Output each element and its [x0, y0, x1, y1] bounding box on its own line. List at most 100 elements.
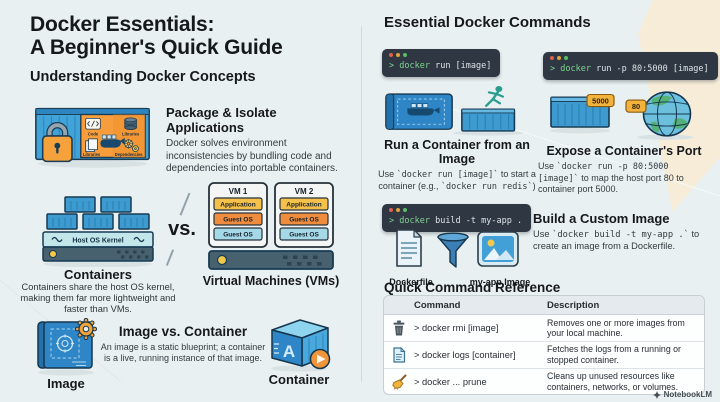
minimize-dot-icon [557, 56, 561, 60]
package-heading: Package & Isolate Applications [166, 105, 277, 135]
vm1-guestos-label: Guest OS [223, 217, 253, 224]
document-icon [393, 346, 406, 363]
dockerfile-icon [396, 229, 422, 267]
funnel-icon [437, 232, 469, 268]
broom-icon [392, 374, 407, 390]
minimize-dot-icon [396, 53, 400, 57]
command-reference-table: Command Description > docker rmi [image]… [383, 295, 705, 396]
containers-label: Containers [64, 267, 132, 282]
build-heading: Build a Custom Image [533, 211, 670, 226]
libraries-top-label: Libraries [122, 131, 140, 136]
code-label: Code [88, 131, 99, 136]
terminal-titlebar [382, 49, 500, 58]
image-vs-container-body: An image is a static blueprint; a contai… [100, 342, 266, 364]
terminal-titlebar [382, 204, 531, 213]
notebooklm-logo-icon [652, 390, 661, 399]
run-body: Use `docker run [image]` to start a cont… [378, 169, 536, 191]
run-heading: Run a Container from an Image [384, 138, 530, 166]
docker-whale-icon [100, 134, 125, 148]
dockerfile-label: Dockerfile [389, 277, 433, 287]
package-container-illustration: Code Libraries Libraries [35, 107, 150, 168]
close-dot-icon [389, 53, 393, 57]
my-app-image-icon [477, 231, 519, 267]
terminal-titlebar [543, 52, 718, 61]
blueprint-icon [37, 318, 97, 376]
vm-diagram: VM 1 Application Guest OS Guest OS VM 2 … [208, 182, 334, 270]
play-icon [309, 348, 331, 370]
host-port-badge: 80 [625, 99, 647, 113]
my-app-image-label: my-app Image [469, 277, 531, 287]
vm2-label: VM 2 [295, 187, 314, 196]
wave-icon [51, 236, 63, 243]
vm1-label: VM 1 [229, 187, 248, 196]
host-os-kernel-label: Host OS Kernel [72, 238, 123, 245]
libraries-bottom-label: Libraries [83, 152, 101, 157]
container-label: Container [268, 372, 330, 387]
wave-icon [133, 236, 145, 243]
gear-icon [75, 318, 97, 340]
container-port-badge: 5000 [586, 93, 615, 108]
image-vs-container-text: Image vs. Container An image is a static… [98, 324, 268, 365]
vm2-application-label: Application [286, 202, 321, 209]
watermark-text: NotebookLM [663, 390, 712, 399]
code-icon [85, 117, 101, 130]
command-column-header: Command [414, 299, 461, 311]
column-divider [361, 26, 362, 382]
vms-label: Virtual Machines (VMs) [202, 274, 340, 288]
package-body: Docker solves environment inconsistencie… [166, 138, 338, 175]
expose-body: Use `docker run -p 80:5000 [image]` to m… [538, 161, 684, 194]
trash-icon [393, 320, 405, 336]
terminal-command: > docker build -t my-app . [389, 216, 523, 226]
image-label: Image [47, 376, 85, 391]
vm1-application-label: Application [220, 202, 255, 209]
close-dot-icon [550, 56, 554, 60]
container-cube-icon: A [271, 319, 331, 372]
files-icon [85, 138, 98, 152]
vm2-guestos-label: Guest OS [289, 217, 319, 224]
table-description: Removes one or more images from your loc… [547, 317, 685, 338]
terminal-command: > docker run -p 80:5000 [image] [550, 64, 709, 74]
vs-slash [179, 192, 191, 216]
image-item: Image [30, 316, 102, 391]
table-row: > docker rmi [image] Removes one or more… [384, 315, 704, 342]
page-title: Docker Essentials: A Beginner's Quick Gu… [30, 13, 283, 59]
cube-letter: A [283, 342, 295, 361]
watermark: NotebookLM [652, 390, 712, 399]
run-illustration [385, 86, 524, 136]
page-title-line1: Docker Essentials: [30, 13, 215, 36]
container-item: A Container [262, 314, 336, 387]
left-section-title: Understanding Docker Concepts [30, 69, 256, 85]
page-title-line2: A Beginner's Quick Guide [30, 36, 283, 59]
vm1-guestos2-label: Guest OS [223, 232, 253, 239]
table-command: > docker logs [container] [414, 349, 516, 360]
table-description: Cleans up unused resources like containe… [547, 371, 679, 392]
table-command: > docker ... prune [414, 376, 487, 387]
package-section: Code Libraries Libraries [30, 98, 354, 176]
expose-heading: Expose a Container's Port [546, 144, 702, 158]
zoom-dot-icon [564, 56, 568, 60]
container-stack-illustration: Host OS Kernel [42, 196, 154, 267]
image-vs-container-heading: Image vs. Container [118, 324, 248, 339]
svg-text:80: 80 [632, 102, 640, 111]
build-body: Use `docker build -t my-app .` to create… [533, 229, 700, 252]
gears-icon [123, 138, 139, 152]
vms-section: VM 1 Application Guest OS Guest OS VM 2 … [199, 181, 343, 288]
reference-heading: Quick Command Reference [384, 280, 561, 295]
table-row: > docker ... prune Cleans up unused reso… [384, 369, 704, 395]
description-column-header: Description [547, 299, 600, 311]
close-dot-icon [389, 208, 393, 212]
containers-caption: Containers share the host OS kernel, mak… [20, 282, 176, 315]
expose-section: 5000 80 Expose a Container's Port Use `d… [538, 88, 710, 196]
right-section-title: Essential Docker Commands [384, 14, 591, 31]
runner-icon [484, 86, 505, 107]
docker-whale-icon [407, 103, 440, 116]
expose-illustration: 5000 80 [550, 91, 693, 140]
build-illustration [382, 228, 532, 278]
terminal-command: > docker run [image] [389, 61, 492, 71]
run-section: Run a Container from an Image Use `docke… [378, 84, 536, 192]
padlock-icon [41, 122, 73, 163]
table-description: Fetches the logs from a running or stopp… [547, 344, 681, 365]
run-terminal: > docker run [image] [382, 49, 501, 77]
vm2-guestos2-label: Guest OS [289, 232, 319, 239]
minimize-dot-icon [396, 208, 400, 212]
